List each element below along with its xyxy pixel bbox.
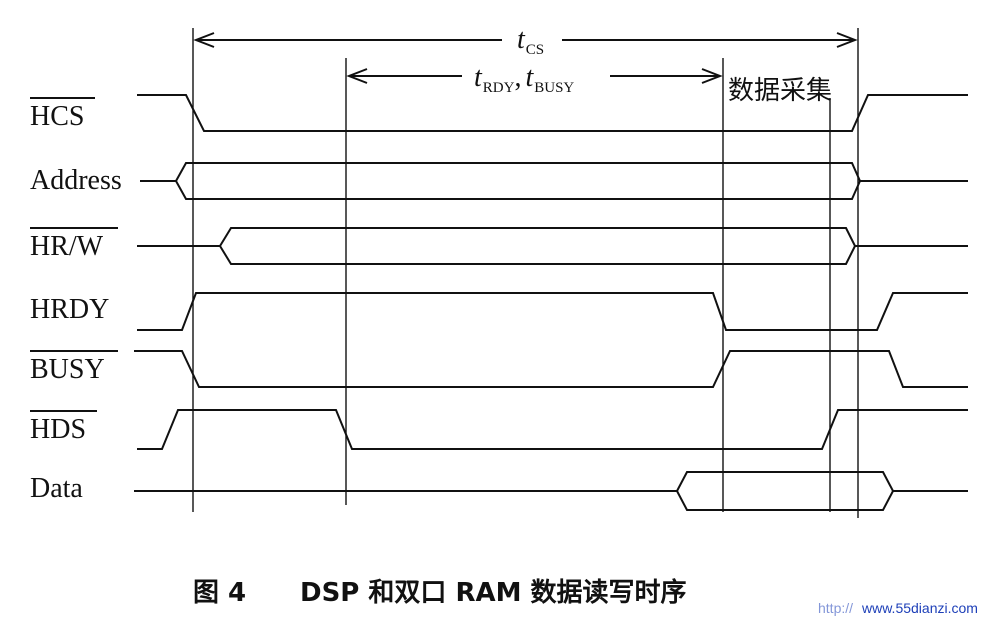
signal-label-data: Data	[30, 473, 83, 504]
waveform-hds	[137, 409, 968, 450]
signal-label-hrw: HR/W	[30, 231, 104, 262]
signal-label-hds: HDS	[30, 414, 86, 445]
waveform-data	[134, 471, 968, 511]
waveform-hrw	[137, 227, 968, 265]
watermark: http:// www.55dianzi.com	[818, 600, 978, 616]
waveform-hcs	[137, 94, 968, 132]
waveform-address	[140, 162, 968, 200]
watermark-prefix: http://	[818, 600, 853, 616]
trdy-tbusy-label: tRDY,tBUSY	[474, 62, 574, 96]
signal-labels: HCS Address HR/W HRDY BUSY HDS Data	[30, 97, 122, 504]
timing-guides	[192, 28, 859, 518]
signal-label-address: Address	[30, 165, 122, 196]
tcs-dimension: tCS	[193, 24, 858, 58]
tcs-label: tCS	[517, 24, 544, 58]
waveform-hrdy	[137, 292, 968, 331]
figure-caption: 图 4 DSP 和双口 RAM 数据读写时序	[193, 577, 687, 608]
caption-title: DSP 和双口 RAM 数据读写时序	[300, 577, 687, 608]
data-collect-label: 数据采集	[728, 76, 832, 106]
signal-label-hcs: HCS	[30, 101, 84, 132]
waveform-busy	[134, 350, 968, 388]
watermark-site: www.55dianzi.com	[861, 600, 978, 616]
trdy-tbusy-dimension: tRDY,tBUSY	[346, 62, 723, 96]
waveforms	[134, 94, 968, 511]
caption-figure-number: 图 4	[193, 578, 246, 608]
signal-label-hrdy: HRDY	[30, 294, 109, 325]
signal-label-busy: BUSY	[30, 354, 105, 385]
